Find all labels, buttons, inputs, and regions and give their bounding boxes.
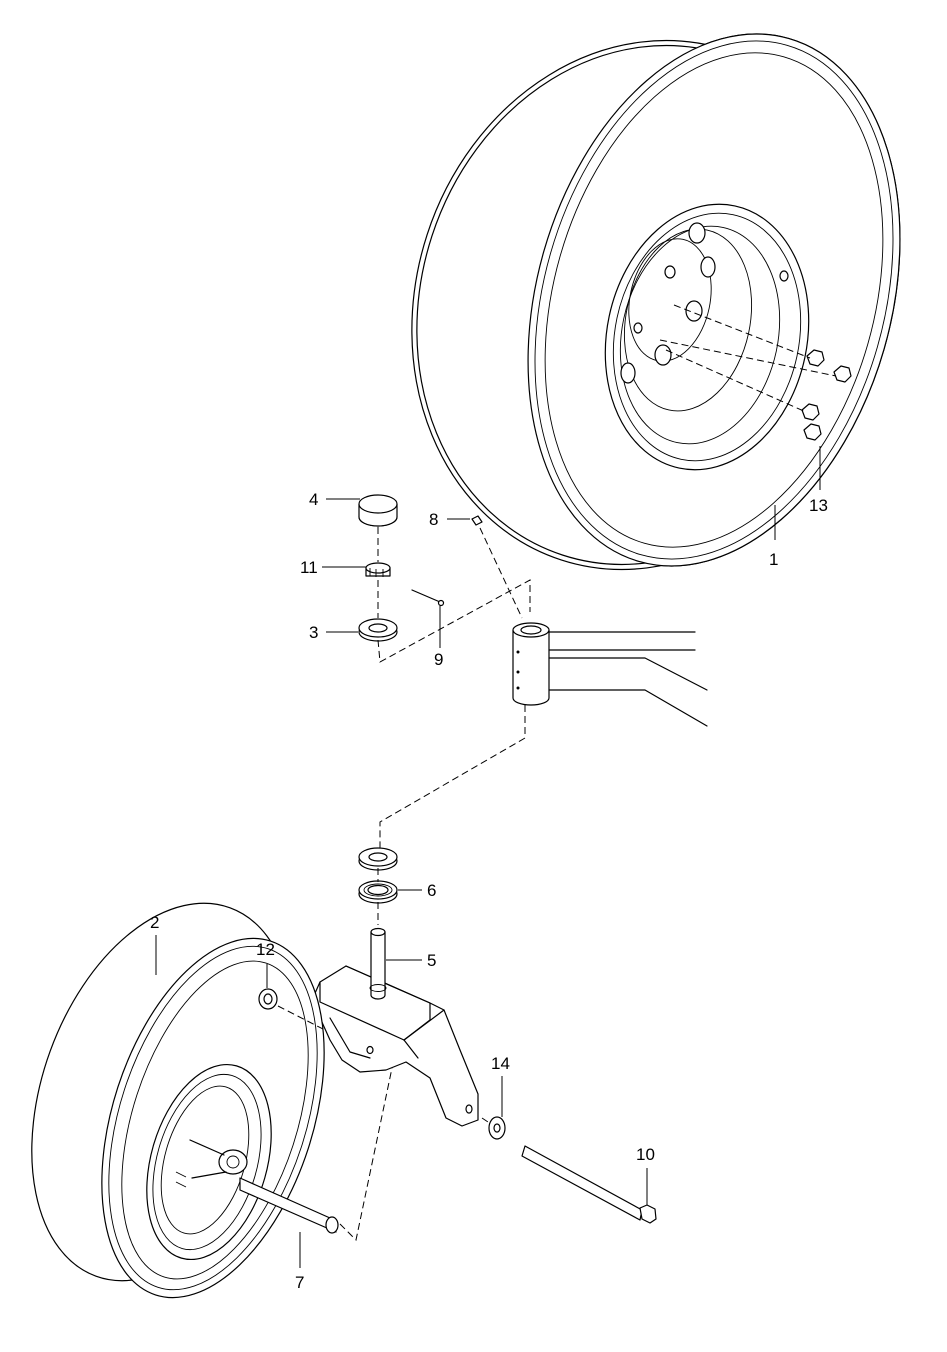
caster-fork [311,965,479,1127]
frame-pivot-tube [512,622,708,727]
callout-3: 3 [309,623,318,642]
callout-8: 8 [429,510,438,529]
castle-nut [365,562,391,577]
wheel-spacer [258,988,278,1010]
callout-2: 2 [150,913,159,932]
callout-6: 6 [427,881,436,900]
caster-bearings [358,847,398,904]
callout-12: 12 [256,940,275,959]
fork-spindle [369,927,387,1000]
lug-nuts [659,304,852,441]
callout-leaders [155,446,821,1268]
grease-fitting [471,515,483,526]
callout-9: 9 [434,650,443,669]
rear-wheel-assembly [411,33,901,571]
hub-cap [358,494,398,527]
callout-5: 5 [427,951,436,970]
fork-axle-bolt [521,1145,657,1224]
callout-labels: 1 2 3 4 5 6 7 8 9 10 11 12 13 14 [150,490,828,1292]
cotter-pin [411,589,445,607]
callout-13: 13 [809,496,828,515]
bearing-upper-seal [358,618,398,642]
callout-1: 1 [769,550,778,569]
rear-rim-holes [620,222,789,384]
rear-rim [604,203,810,471]
callout-11: 11 [300,558,318,577]
front-axle [239,1177,339,1234]
axle-washer [488,1116,506,1140]
front-rim [146,1063,272,1261]
callout-7: 7 [295,1273,304,1292]
callout-4: 4 [309,490,318,509]
callout-10: 10 [636,1145,655,1164]
front-wheel-assembly [31,902,339,1299]
callout-14: 14 [491,1054,510,1073]
